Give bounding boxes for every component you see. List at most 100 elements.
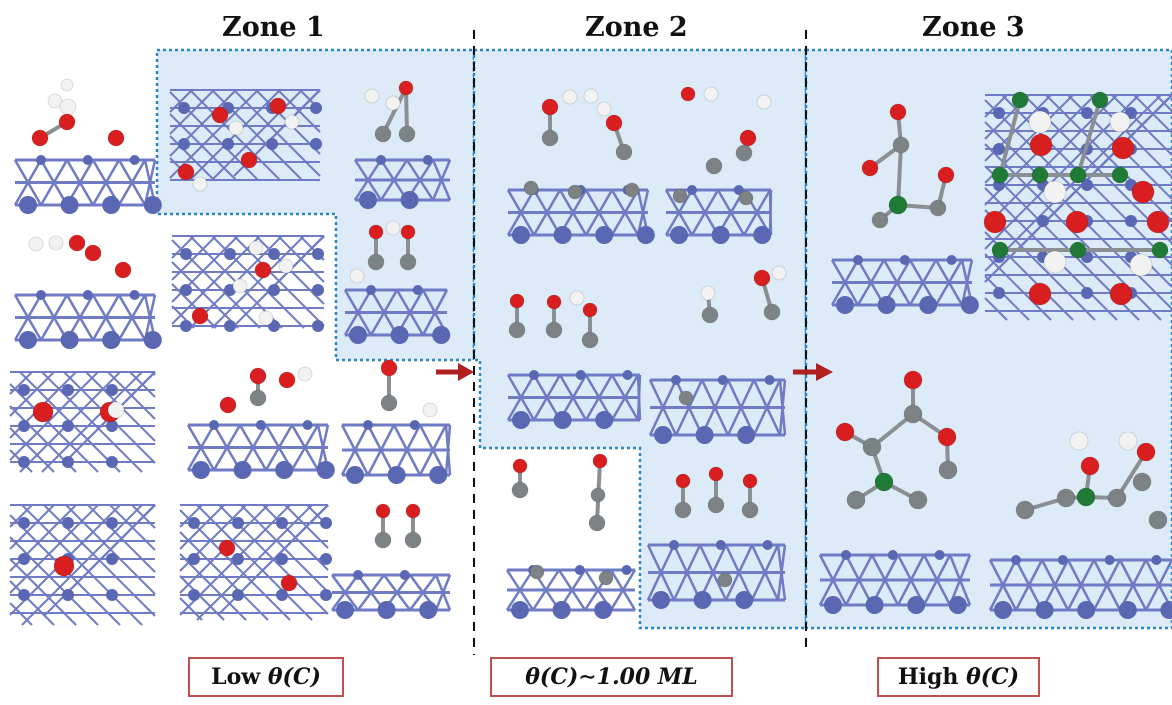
slab-bond <box>9 371 99 461</box>
metal-atom <box>19 331 37 349</box>
oxygen-atom <box>254 261 272 279</box>
metal-atom <box>320 589 332 601</box>
slab-bond <box>1144 559 1172 611</box>
slab-bond <box>648 379 678 436</box>
slab-bond <box>690 189 720 236</box>
metal-atom <box>276 589 288 601</box>
metal-atom <box>553 226 572 244</box>
slab-bond <box>169 113 237 181</box>
metal-atom <box>1057 555 1068 565</box>
metal-atom <box>232 517 244 529</box>
metal-slab-14 <box>353 155 452 209</box>
metal-atom <box>62 517 74 529</box>
metal-atom <box>60 331 79 349</box>
carbon-atom <box>380 394 398 412</box>
adsorbate-bond <box>896 144 903 206</box>
carbide_carbon-atom <box>1111 166 1129 184</box>
hydrogen-atom <box>1118 431 1138 451</box>
oxygen-atom <box>1029 133 1053 157</box>
carbon-atom <box>545 321 563 339</box>
slab-bond <box>39 159 69 206</box>
oxygen-atom <box>1111 136 1135 160</box>
metal-atom <box>1081 179 1093 191</box>
metal-atom <box>1151 555 1162 565</box>
metal-atom <box>934 550 945 560</box>
carbon-atom <box>1132 472 1152 492</box>
oxygen-atom <box>211 106 229 124</box>
mid-coverage-label: θ(C)∼1.00 ML <box>490 657 733 697</box>
metal-slab-8 <box>505 565 637 619</box>
carbon-atom <box>588 514 606 532</box>
metal-atom <box>960 296 979 314</box>
hydrogen-atom <box>364 88 380 104</box>
oxygen-atom <box>541 98 559 116</box>
slab-bond <box>934 259 964 306</box>
oxygen-atom <box>753 269 771 287</box>
metal-atom <box>102 196 121 214</box>
metal-atom <box>595 226 614 244</box>
carbon-atom <box>707 496 725 514</box>
oxygen-atom <box>861 159 879 177</box>
hydrogen-atom <box>756 94 772 110</box>
metal-atom <box>62 589 74 601</box>
slab-bond <box>418 424 448 476</box>
metal-atom <box>192 461 210 479</box>
carbon-atom <box>871 211 889 229</box>
carbon-atom <box>741 501 759 519</box>
slab-bond <box>179 504 203 528</box>
oxygen-atom <box>218 539 236 557</box>
slab-bond <box>818 554 848 606</box>
slab-bond <box>21 504 143 626</box>
metal-atom <box>432 326 451 344</box>
oxygen-atom <box>68 234 86 252</box>
hydrogen-atom <box>562 89 578 105</box>
hydrogen-atom <box>284 114 300 130</box>
metal-atom <box>316 461 335 479</box>
metal-atom <box>268 320 280 332</box>
carbon-atom <box>938 460 958 480</box>
slab-bond <box>768 189 773 236</box>
slab-bond <box>408 574 438 611</box>
metal-atom <box>994 601 1012 619</box>
carbon-atom <box>567 184 583 200</box>
slab-bond <box>179 531 269 621</box>
zone-3-highlight <box>804 48 1172 630</box>
adsorbate-bond <box>1115 450 1148 500</box>
metal-atom <box>899 255 910 265</box>
metal-atom <box>302 420 313 430</box>
carbon-atom <box>581 331 599 349</box>
metal-atom <box>419 601 438 619</box>
metal-atom <box>266 138 278 150</box>
metal-atom <box>106 589 118 601</box>
carbon-atom <box>678 390 694 406</box>
metal-atom <box>188 553 200 565</box>
metal-atom <box>865 596 884 614</box>
oxygen-atom <box>191 307 209 325</box>
slab-bond <box>171 235 217 281</box>
carbide_carbon-atom <box>1069 166 1087 184</box>
metal-atom <box>255 420 266 430</box>
slab-bond <box>506 189 536 236</box>
arrow-zone1-to-zone2 <box>436 363 474 381</box>
metal-atom <box>232 589 244 601</box>
metal-atom <box>594 601 613 619</box>
oxygen-atom <box>592 453 608 469</box>
oxygen-atom <box>31 129 49 147</box>
carbon-atom <box>929 199 947 217</box>
slab-bond <box>143 159 157 206</box>
slab-bond <box>299 235 325 261</box>
metal-atom <box>60 196 79 214</box>
metal-atom <box>353 570 363 580</box>
slab-bond <box>609 569 637 611</box>
metal-atom <box>1118 601 1137 619</box>
slab-bond <box>984 253 1052 321</box>
metal-atom <box>654 426 672 444</box>
metal-atom <box>178 102 190 114</box>
metal-atom <box>377 601 396 619</box>
oxygen-atom <box>835 422 855 442</box>
slab-bond <box>189 89 281 181</box>
slab-bond <box>584 189 614 236</box>
zone-1-title: Zone 1 <box>222 12 325 43</box>
metal-atom <box>409 420 420 430</box>
oxygen-atom <box>278 371 296 389</box>
